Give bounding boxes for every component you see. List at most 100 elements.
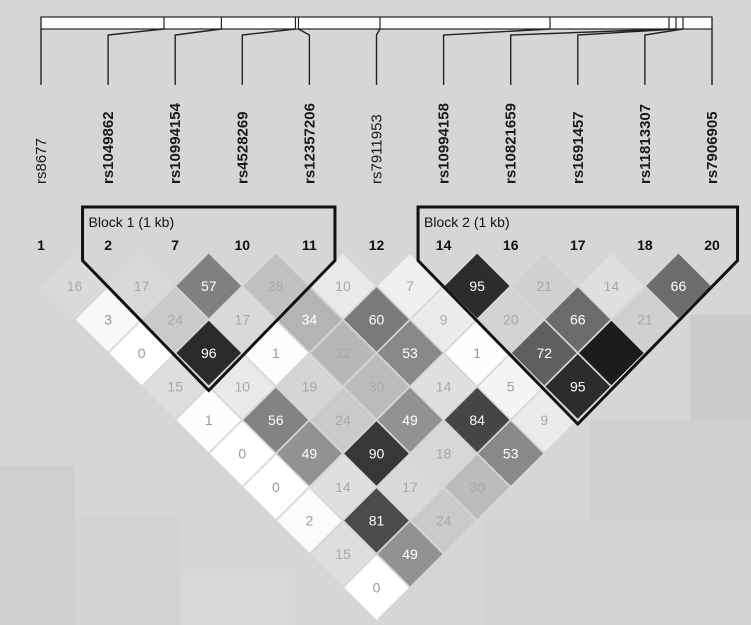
haplotype-blocks: Block 1 (1 kb)Block 2 (1 kb) [81, 205, 740, 427]
ld-cell-diamond [243, 387, 309, 453]
ld-cell-value: 14 [604, 278, 620, 294]
snp-index-label: 17 [570, 237, 586, 253]
snp-connector [375, 28, 381, 85]
ld-cell-diamond [377, 454, 443, 520]
ld-cell-diamond [277, 488, 342, 553]
ld-cell-diamond [176, 253, 242, 319]
ld-cell-value: 9 [540, 412, 548, 428]
ld-cell: 57 [176, 253, 242, 319]
ld-cell-value: 28 [268, 278, 284, 294]
ld-cell-value: 21 [536, 278, 552, 294]
ld-cell-diamond [209, 421, 275, 486]
ld-cell-value: 2 [306, 513, 314, 529]
ld-cell: 56 [243, 387, 309, 453]
ld-cell: 1 [176, 387, 242, 453]
ld-cell: 15 [142, 354, 208, 419]
snp-name-label: rs7906905 [704, 111, 721, 184]
ld-cell: 49 [277, 421, 342, 486]
ld-cell-diamond [310, 253, 376, 319]
header-background [0, 0, 751, 215]
snp-name-label: rs1049862 [100, 111, 117, 184]
ld-cell-diamond [478, 421, 544, 486]
ld-cell-diamond [277, 421, 342, 486]
ld-cell: 96 [176, 320, 242, 386]
ld-cell-diamond [377, 521, 443, 587]
ld-cell: 0 [243, 454, 309, 520]
ld-cell: 24 [411, 488, 476, 553]
ld-cell-value: 49 [402, 412, 418, 428]
ld-cell-value: 0 [138, 345, 146, 361]
ld-cell: 30 [444, 454, 510, 520]
ld-cell: 32 [310, 320, 376, 386]
snp-connector [241, 28, 296, 85]
ld-cell-diamond [243, 320, 309, 386]
snp-index-label: 2 [104, 237, 112, 253]
ld-cell-value: 9 [440, 312, 448, 328]
ld-cell: 21 [612, 287, 678, 352]
ld-cell-diamond [277, 354, 342, 419]
ld-cell-diamond [444, 253, 510, 319]
ld-cell-value: 17 [402, 479, 418, 495]
ld-cell-diamond [243, 253, 309, 319]
ld-cell-diamond [545, 287, 611, 352]
ld-cell: 10 [310, 253, 376, 319]
ld-cell-value: 14 [335, 479, 351, 495]
ld-cell-value: 49 [302, 446, 318, 462]
snp-connector [644, 28, 684, 85]
ld-cell-diamond [142, 287, 208, 352]
ld-cell-value: 95 [570, 379, 586, 395]
haplotype-block: Block 2 (1 kb) [416, 205, 740, 427]
snp-connector-lines [40, 28, 713, 85]
ld-cell-diamond [310, 320, 376, 386]
ld-cell-value: 34 [302, 312, 318, 328]
ld-cell: 21 [511, 253, 577, 319]
ld-cell-value: 72 [536, 345, 552, 361]
ld-cell-value: 84 [469, 412, 485, 428]
ld-cell-value: 57 [201, 278, 217, 294]
ld-cell: 17 [109, 253, 174, 319]
ld-cell: 17 [377, 454, 443, 520]
ld-cell: 14 [310, 454, 376, 520]
ld-cell-diamond [579, 320, 644, 386]
ld-cell: 95 [545, 354, 611, 419]
ld-cell-value: 32 [335, 345, 351, 361]
ld-cell-diamond [109, 253, 174, 319]
ld-cell-diamond [344, 421, 409, 486]
ld-cell: 72 [511, 320, 577, 386]
ld-cell-diamond [444, 387, 510, 453]
ld-cell: 2 [277, 488, 342, 553]
snp-connector [174, 28, 222, 85]
ld-cell: 95 [444, 253, 510, 319]
haplotype-block-outline [416, 205, 740, 427]
ld-cell-diamond [579, 253, 644, 319]
ld-cell-value: 56 [268, 412, 284, 428]
ld-cell-diamond [176, 387, 242, 453]
snp-name-label: rs12357206 [301, 103, 318, 184]
physical-map-bar [40, 16, 713, 30]
ld-cell-diamond [142, 354, 208, 419]
ld-cell: 24 [142, 287, 208, 352]
snp-name-label: rs7911953 [369, 114, 386, 184]
snp-connector [107, 28, 165, 85]
ld-cell-diamond [344, 354, 409, 419]
ld-cell: 9 [511, 387, 577, 453]
ld-cell: 28 [243, 253, 309, 319]
ld-cell: 24 [310, 387, 376, 453]
ld-cell-value: 16 [67, 278, 83, 294]
ld-cell: 49 [377, 521, 443, 587]
ld-cell: 66 [545, 287, 611, 352]
ld-cell-diamond [612, 287, 678, 352]
ld-cell-value: 20 [503, 312, 519, 328]
physical-map-ticks [40, 17, 713, 29]
ld-cell-diamond [176, 320, 242, 386]
snp-name-label: rs1691457 [570, 111, 587, 184]
ld-cell: 81 [344, 488, 409, 553]
snp-index-label: 16 [503, 237, 519, 253]
ld-cell-diamond [310, 387, 376, 453]
ld-cell: 49 [377, 387, 443, 453]
ld-cell-value: 14 [436, 379, 452, 395]
ld-cell-value: 96 [201, 345, 217, 361]
ld-cell-value: 19 [302, 379, 318, 395]
ld-cell: 14 [411, 354, 476, 419]
